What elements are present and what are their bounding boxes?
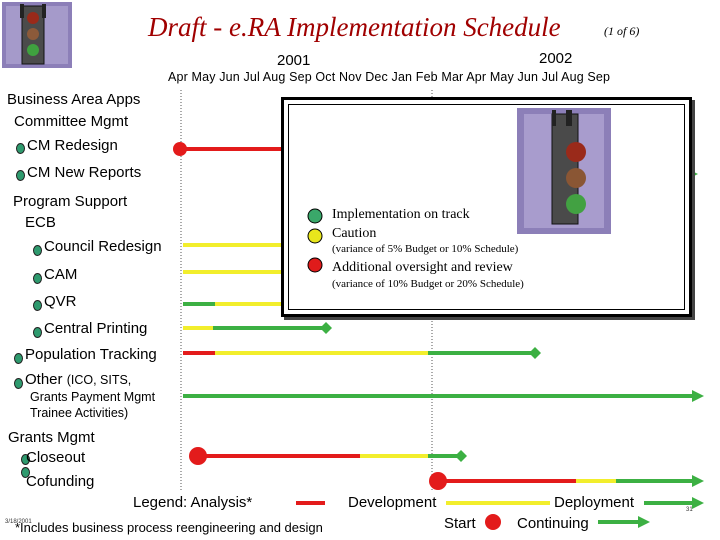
row-other: Other (ICO, SITS, (25, 371, 131, 388)
milestone-diamond-icon (320, 322, 332, 334)
row-population-tracking: Population Tracking (25, 346, 157, 363)
row-cm-redesign: CM Redesign (27, 137, 118, 154)
year-2001-label: 2001 (277, 52, 311, 69)
milestone-diamond-icon (529, 347, 541, 359)
bullet-icon (21, 454, 30, 465)
year-2002-label: 2002 (539, 50, 573, 67)
row-ecb: ECB (25, 214, 56, 231)
row-other-label: Other (25, 371, 63, 388)
row-program-support: Program Support (13, 193, 128, 210)
status-caution: Caution (332, 226, 377, 241)
status-on-track: Implementation on track (332, 207, 470, 222)
row-grants-payment-line2: Trainee Activities) (30, 406, 129, 420)
month-axis: Apr May Jun Jul Aug Sep Oct Nov Dec Jan … (168, 70, 611, 84)
arrow-continuing-icon (638, 516, 650, 528)
status-yellow-icon (307, 228, 323, 244)
legend-footnote: *Includes business process reengineering… (15, 520, 323, 535)
bullet-icon (33, 273, 42, 284)
row-cofunding: Cofunding (26, 473, 95, 490)
bullet-icon (14, 353, 23, 364)
page-title: Draft - e.RA Implementation Schedule (148, 12, 561, 42)
milestone-diamond-icon (455, 450, 467, 462)
bullet-icon (14, 378, 23, 389)
bullet-icon (33, 327, 42, 338)
legend-continuing-label: Continuing (517, 515, 589, 532)
row-council-redesign: Council Redesign (44, 238, 162, 255)
bullet-icon (16, 170, 25, 181)
start-dot-icon (173, 142, 187, 156)
row-other-detail: (ICO, SITS, (66, 373, 132, 387)
start-dot-icon (485, 514, 501, 530)
start-dot-icon (429, 472, 447, 490)
arrow-continuing-icon (692, 497, 704, 509)
status-oversight-detail: (variance of 10% Budget or 20% Schedule) (332, 278, 524, 290)
bullet-icon (21, 467, 30, 478)
traffic-light-icon (2, 2, 72, 68)
row-closeout: Closeout (26, 449, 86, 466)
legend-development-label: Development (348, 494, 437, 511)
bullet-icon (33, 300, 42, 311)
status-legend-graphics (307, 108, 611, 273)
bullet-icon (16, 143, 25, 154)
status-caution-detail: (variance of 5% Budget or 10% Schedule) (332, 243, 519, 255)
status-legend-popup: Implementation on track Caution (varianc… (281, 97, 692, 317)
row-cam: CAM (44, 266, 78, 283)
row-qvr: QVR (44, 293, 77, 310)
arrow-continuing-icon (692, 390, 704, 402)
footer-date: 3/18/2001 (5, 519, 32, 525)
status-red-icon (307, 257, 323, 273)
arrow-continuing-icon (692, 475, 704, 487)
status-legend-frame (288, 104, 685, 310)
legend-deployment-label: Deployment (554, 494, 635, 511)
start-dot-icon (189, 447, 207, 465)
row-central-printing: Central Printing (44, 320, 148, 337)
legend-start-label: Start (444, 515, 476, 532)
row-committee-mgmt: Committee Mgmt (14, 113, 129, 130)
status-oversight: Additional oversight and review (332, 260, 513, 275)
bullet-icon (33, 245, 42, 256)
legend-analysis-label: Legend: Analysis* (133, 494, 253, 511)
row-cm-new-reports: CM New Reports (27, 164, 142, 181)
status-green-icon (307, 208, 323, 224)
row-grants-payment-line1: Grants Payment Mgmt (30, 390, 156, 404)
page-number: 31 (686, 507, 693, 513)
page-indicator: (1 of 6) (604, 24, 640, 38)
traffic-light-icon (517, 108, 611, 234)
row-business-area-apps: Business Area Apps (7, 91, 141, 108)
row-grants-mgmt: Grants Mgmt (8, 429, 95, 446)
